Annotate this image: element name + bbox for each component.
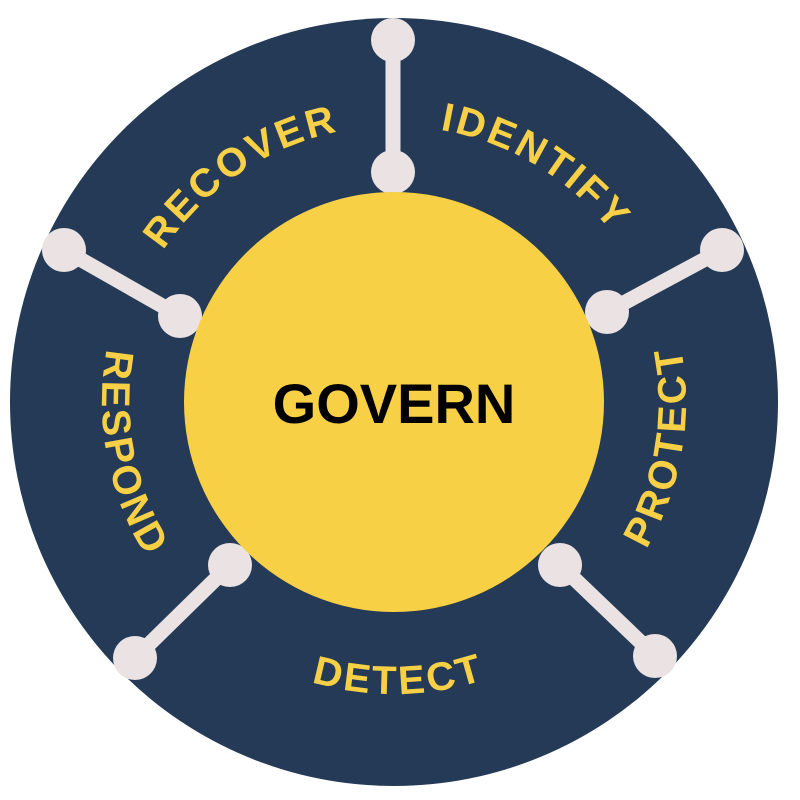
connector-spoke [585, 228, 744, 334]
spoke-knob [371, 18, 415, 62]
spoke-knob [158, 294, 202, 338]
connector-spoke [42, 228, 202, 338]
spoke-knob [208, 543, 252, 587]
connector-spoke [538, 543, 677, 678]
connector-spoke [113, 543, 252, 680]
govern-core [184, 192, 604, 612]
spoke-knob [371, 150, 415, 194]
spoke-knob [585, 290, 629, 334]
connectors [42, 18, 744, 680]
spoke-knob [633, 634, 677, 678]
spoke-line [60, 243, 184, 323]
spoke-knob [538, 543, 582, 587]
connector-spoke [371, 18, 415, 194]
govern-label: GOVERN [273, 372, 516, 435]
spoke-knob [700, 228, 744, 272]
spoke-line [129, 559, 236, 664]
spoke-knob [42, 228, 86, 272]
spoke-knob [113, 636, 157, 680]
